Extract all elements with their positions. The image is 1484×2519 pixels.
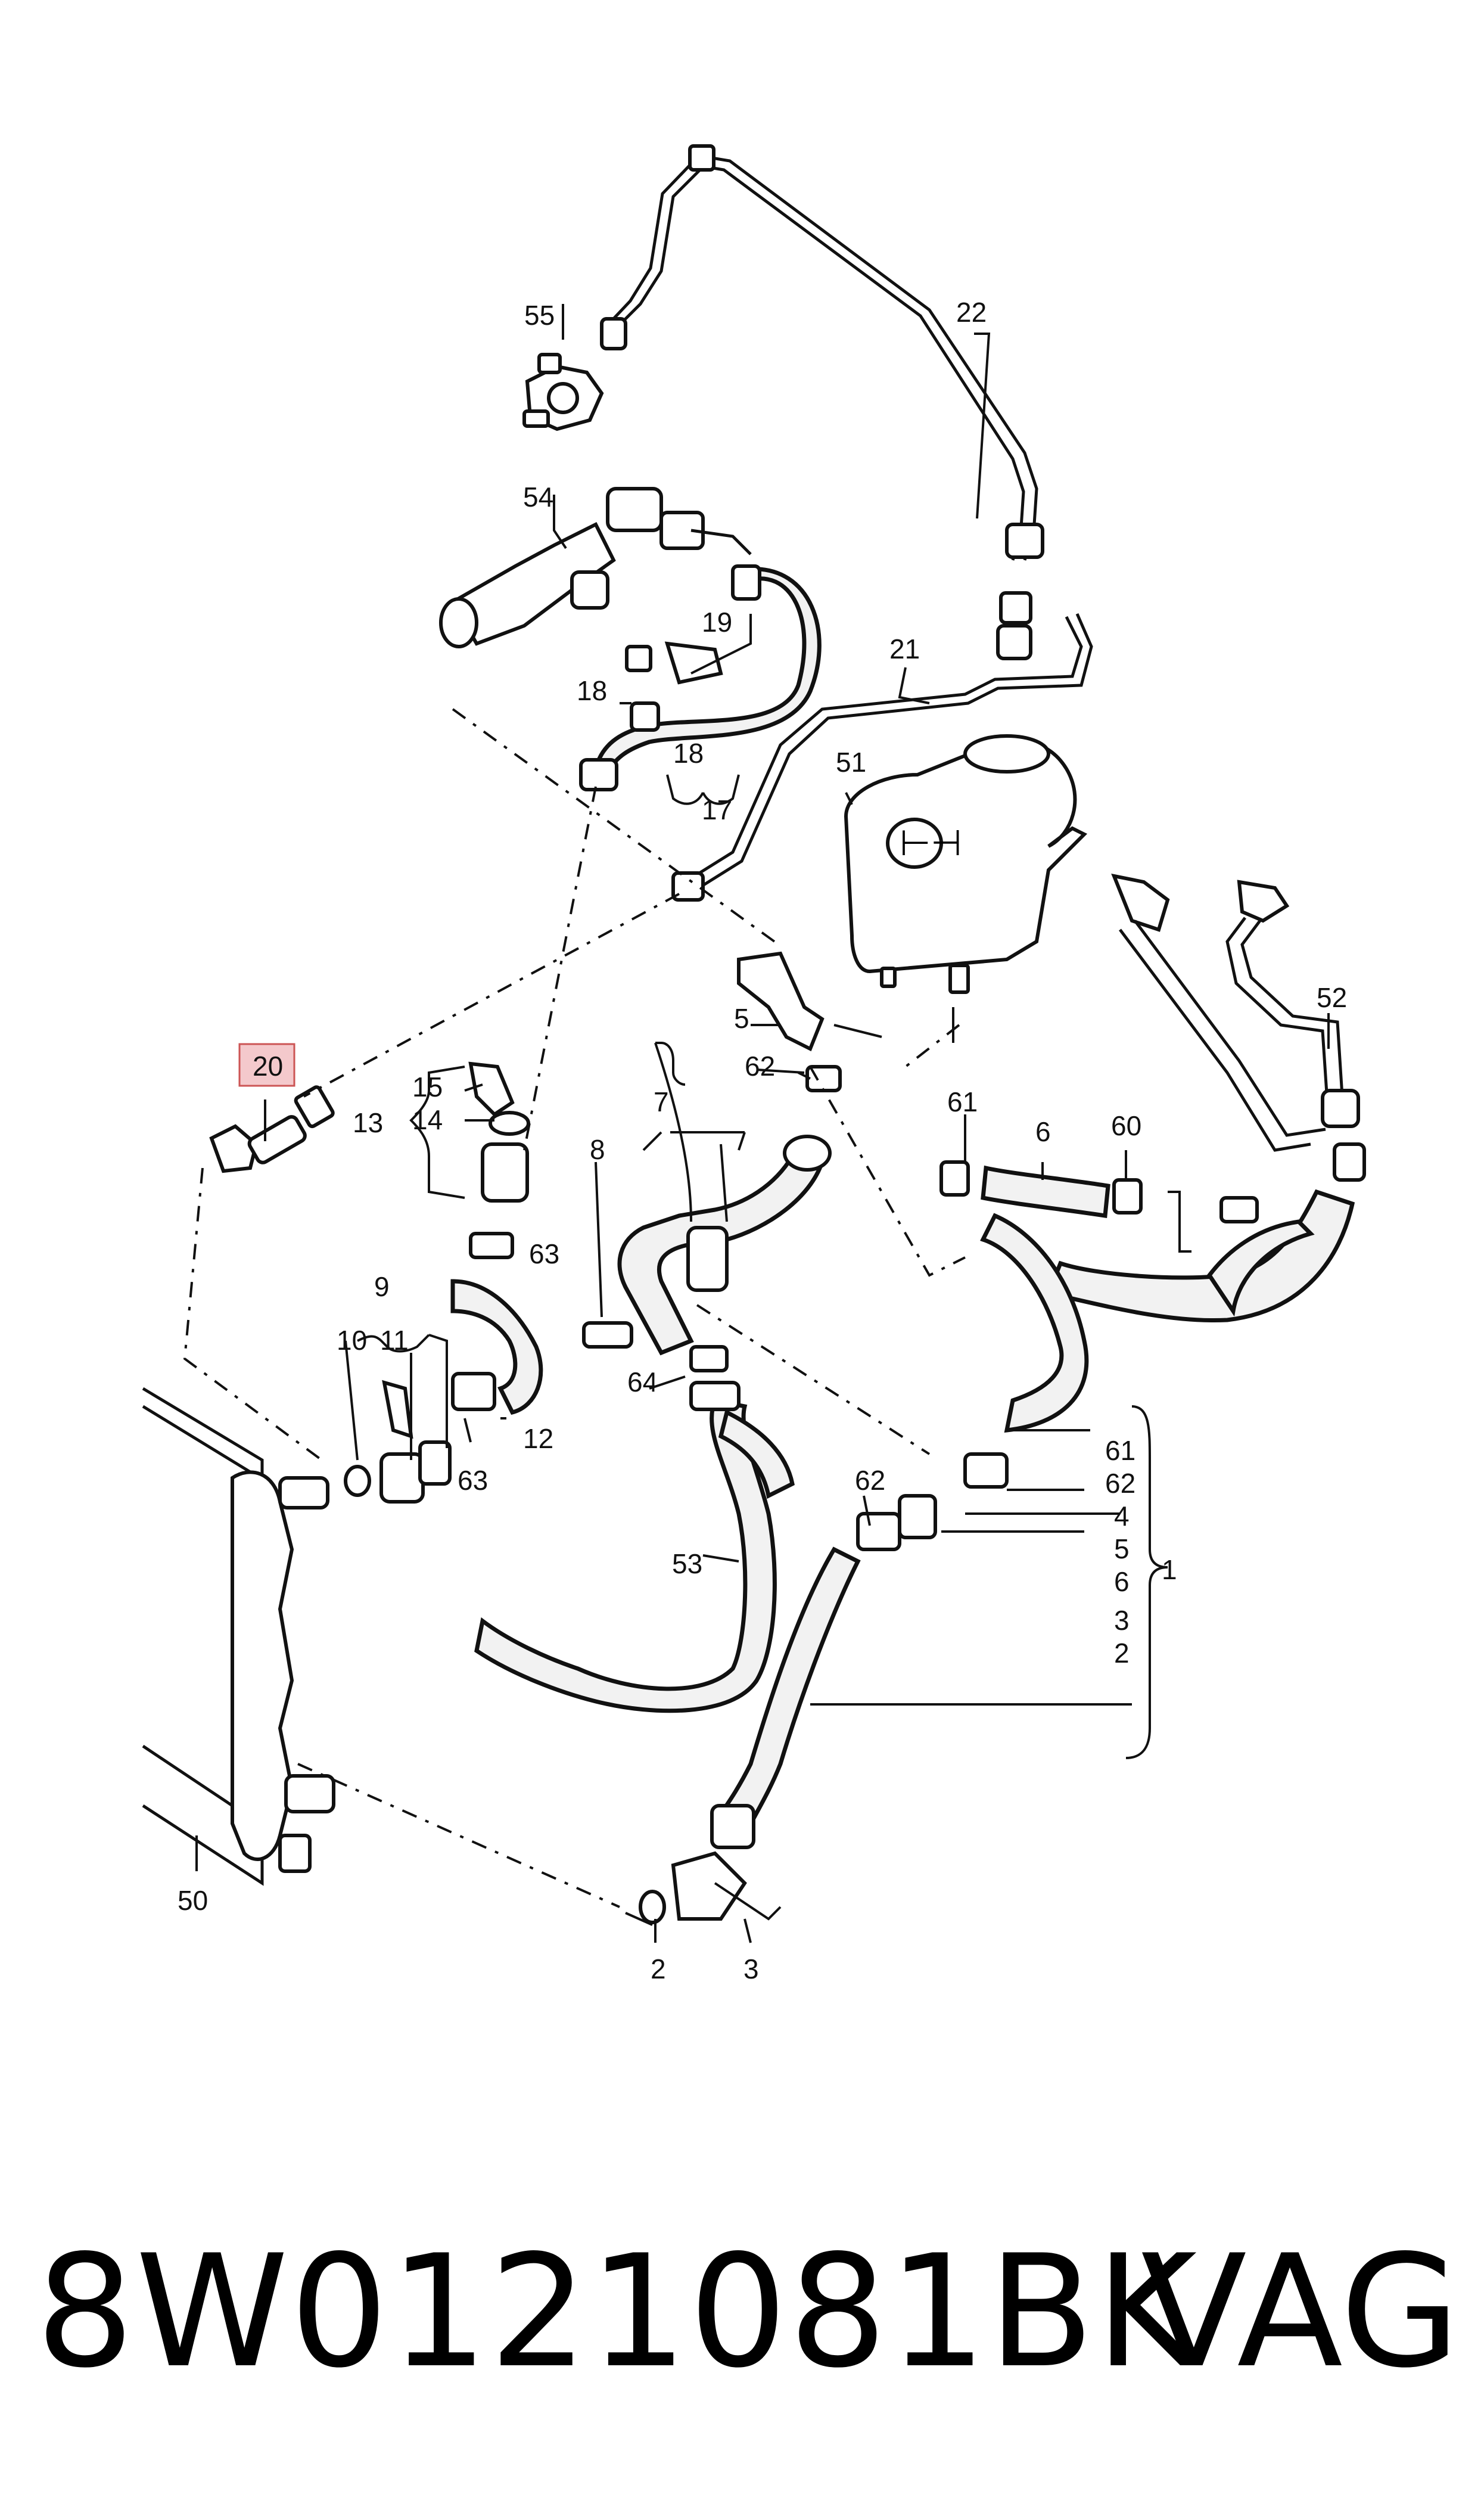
- brand-label: VAG: [1141, 2222, 1460, 2402]
- callout-15: 15: [412, 1071, 443, 1102]
- callout-2-right: 2: [1114, 1638, 1130, 1669]
- callout-14: 14: [412, 1104, 443, 1135]
- part-7-hose: [582, 1135, 832, 1356]
- pipe-21: [671, 591, 1093, 902]
- part-20-sensor: [209, 1085, 335, 1173]
- callout-6-right: 6: [1114, 1566, 1130, 1597]
- highlight-box-20: [238, 1043, 295, 1087]
- callout-7: 7: [654, 1086, 669, 1117]
- callout-5-right: 5: [1114, 1533, 1130, 1564]
- part-53-hose: [474, 1345, 795, 1713]
- part-13-assembly: [468, 1061, 530, 1259]
- callout-18-top: 18: [577, 675, 607, 706]
- callout-20: 20: [253, 1051, 283, 1082]
- callout-18-bottom: 18: [673, 738, 704, 769]
- part-55-connector: [522, 353, 604, 431]
- part-9-fitting: [344, 1380, 452, 1504]
- callout-labels: 55 22 54 19 21 18 18 17 51 52 5 62 20 15…: [178, 297, 1347, 1984]
- callout-21: 21: [889, 633, 920, 664]
- part-2-oring: [639, 1890, 666, 1924]
- callout-60: 60: [1111, 1110, 1141, 1141]
- callout-5-top: 5: [734, 1003, 749, 1034]
- callout-8: 8: [590, 1134, 605, 1165]
- callout-10: 10: [337, 1325, 367, 1356]
- part-51-expansion-tank: ⊢⊣: [844, 734, 1088, 994]
- part-50-radiator: [142, 1387, 335, 1886]
- callout-63-bottom: 63: [458, 1465, 488, 1496]
- callout-62-top: 62: [745, 1051, 775, 1082]
- callout-50: 50: [178, 1885, 208, 1916]
- callout-62-right: 62: [1105, 1468, 1135, 1499]
- footer: 8W0121081BK VAG: [0, 2223, 1484, 2402]
- callout-61-right: 61: [1105, 1435, 1135, 1466]
- part-52-pipe-assembly: [1046, 873, 1366, 1323]
- callout-13: 13: [353, 1107, 383, 1138]
- callout-62-mid: 62: [855, 1465, 885, 1496]
- callout-17: 17: [702, 794, 732, 825]
- part-4-hose: [671, 1213, 1089, 1921]
- callout-55: 55: [524, 300, 555, 331]
- callout-53: 53: [672, 1548, 702, 1579]
- callout-2-bottom: 2: [651, 1953, 666, 1984]
- callout-3-right: 3: [1114, 1605, 1130, 1636]
- callout-52: 52: [1317, 982, 1347, 1013]
- callout-19: 19: [702, 607, 732, 638]
- callout-9: 9: [374, 1271, 390, 1302]
- callout-61-top: 61: [947, 1086, 978, 1117]
- part-12-hose: [450, 1279, 543, 1415]
- callout-22: 22: [956, 297, 987, 328]
- part-number: 8W0121081BK: [36, 2222, 1199, 2402]
- svg-text:⊢⊣: ⊢⊣: [900, 823, 962, 863]
- callout-3-bottom: 3: [743, 1953, 759, 1984]
- callout-6-top: 6: [1035, 1116, 1051, 1147]
- callout-12: 12: [523, 1423, 553, 1454]
- pipe-22: [600, 144, 1044, 561]
- callout-51: 51: [836, 747, 866, 778]
- part-54-flange-pipe: [439, 487, 752, 648]
- leader-lines: [183, 304, 1330, 1943]
- callout-4: 4: [1114, 1501, 1130, 1532]
- callout-1: 1: [1162, 1554, 1177, 1585]
- callout-63-top: 63: [529, 1238, 559, 1269]
- callout-54: 54: [523, 482, 553, 513]
- part-6-hose: [939, 1160, 1143, 1219]
- part-5-connector: [737, 951, 842, 1092]
- callout-64: 64: [627, 1366, 658, 1397]
- callout-11: 11: [380, 1325, 409, 1356]
- hose-17: [579, 564, 822, 791]
